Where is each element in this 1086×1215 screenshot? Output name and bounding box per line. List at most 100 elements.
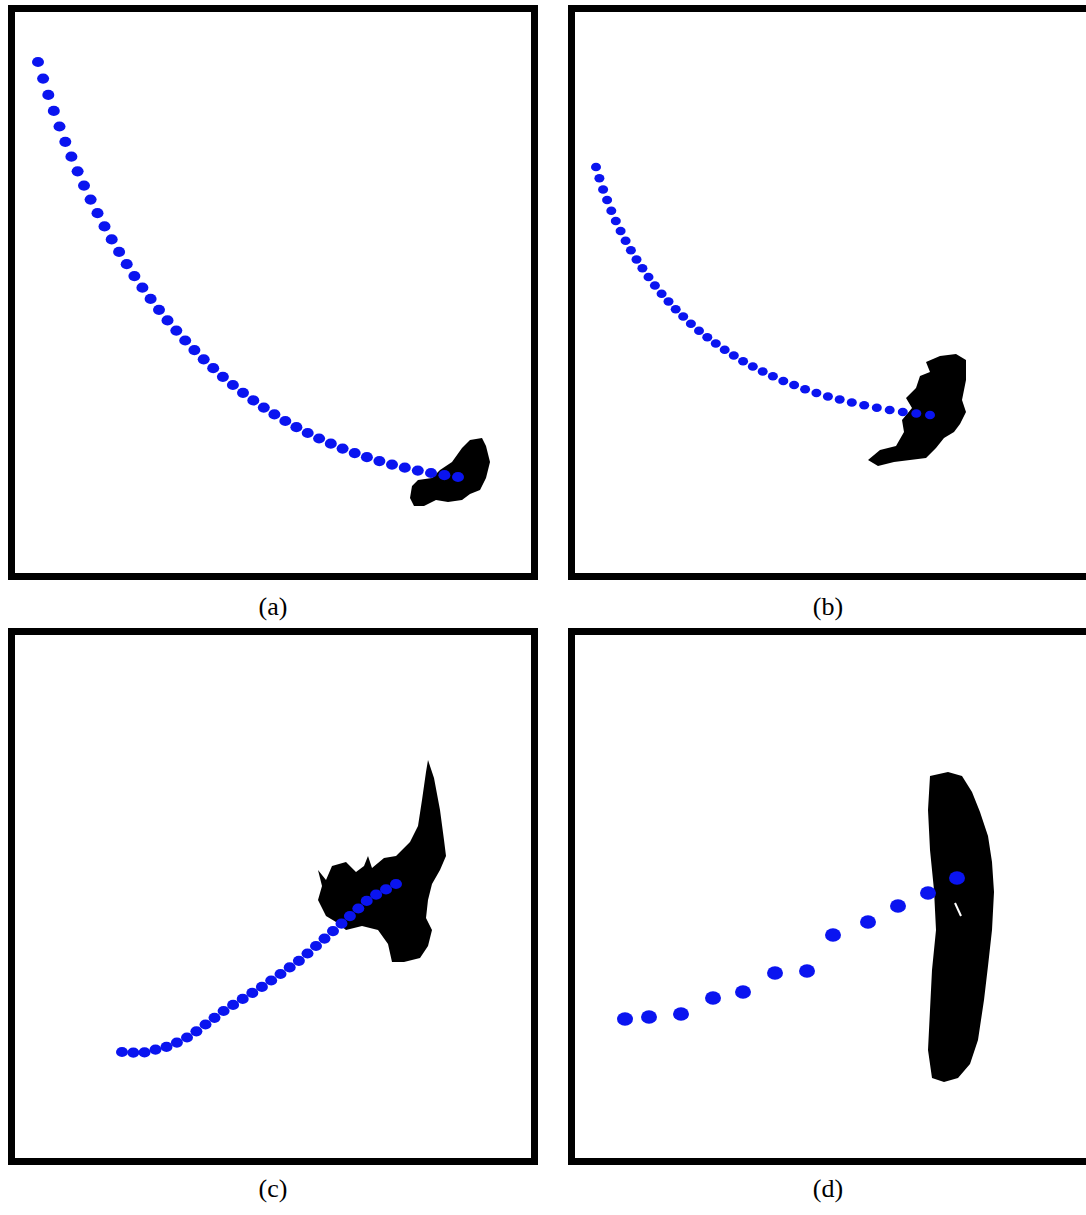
trajectory-dot <box>217 372 229 382</box>
trajectory-dot <box>626 246 636 255</box>
trajectory-dot <box>644 273 654 282</box>
trajectory-dot <box>673 1007 689 1021</box>
trajectory-dot <box>209 1013 221 1023</box>
panel-frame <box>12 9 535 577</box>
trajectory-dot <box>325 439 337 449</box>
trajectory-dot <box>800 385 810 394</box>
trajectory-dot <box>860 915 876 929</box>
trajectory-dot <box>319 934 331 944</box>
panel-label: (c) <box>259 1174 288 1204</box>
trajectory-dot <box>237 388 249 398</box>
trajectory-dot <box>42 90 54 100</box>
trajectory-dot <box>78 181 90 191</box>
trajectory-dot <box>161 1042 173 1052</box>
trajectory-dot <box>720 345 730 354</box>
trajectory-dot <box>171 1038 183 1048</box>
trajectory-dot <box>412 466 424 476</box>
trajectory-dot <box>139 1047 151 1057</box>
trajectory-dot <box>150 1045 162 1055</box>
trajectory-dot <box>65 152 77 162</box>
trajectory-dot <box>190 1026 202 1036</box>
trajectory-dot <box>799 964 815 978</box>
trajectory-dot <box>337 444 349 454</box>
trajectory-dot <box>425 468 437 478</box>
trajectory-dot <box>113 247 125 257</box>
trajectory-dot <box>758 367 768 376</box>
trajectory-dot <box>106 234 118 244</box>
trajectory-dot <box>641 1010 657 1024</box>
trajectory-dot <box>116 1047 128 1057</box>
panel-frame <box>12 632 535 1162</box>
trajectory-dot <box>859 401 869 410</box>
trajectory-dot <box>121 259 133 269</box>
trajectory-dot <box>386 460 398 470</box>
trajectory-dot <box>279 416 291 426</box>
trajectory-dot <box>657 289 667 298</box>
trajectory-dot <box>694 326 704 335</box>
trajectory-dot <box>200 1019 212 1029</box>
trajectory-dot <box>85 195 97 205</box>
trajectory-dot <box>735 985 751 999</box>
trajectory-dot <box>594 174 604 183</box>
panel-frame <box>572 632 1086 1162</box>
trajectory-dot <box>767 966 783 980</box>
trajectory-dot <box>616 227 626 236</box>
trajectory-dot <box>48 106 60 116</box>
trajectory-dot <box>452 472 464 482</box>
trajectory-dot <box>778 377 788 386</box>
trajectory-dot <box>302 428 314 438</box>
trajectory-dot <box>370 890 382 900</box>
trajectory-dot <box>823 392 833 401</box>
trajectory-dot <box>361 452 373 462</box>
trajectory-dot <box>380 884 392 894</box>
panel-label: (d) <box>813 1174 843 1204</box>
trajectory-dot <box>275 969 287 979</box>
trajectory-dot <box>885 406 895 415</box>
trajectory-dot <box>128 271 140 281</box>
trajectory-dot <box>92 208 104 218</box>
trajectory-dot <box>671 305 681 314</box>
object-blob <box>928 772 994 1082</box>
trajectory-dot <box>127 1048 139 1058</box>
trajectory-dot <box>621 236 631 245</box>
trajectory-dot <box>399 463 411 473</box>
trajectory-dot <box>54 121 66 131</box>
trajectory-dot <box>207 363 219 373</box>
trajectory-dot <box>290 422 302 432</box>
trajectory-dot <box>349 448 361 458</box>
trajectory-dot <box>738 357 748 366</box>
trajectory-dot <box>153 305 165 315</box>
trajectory-dot <box>898 408 908 417</box>
trajectory-dot <box>198 354 210 364</box>
trajectory-dot <box>188 345 200 355</box>
trajectory-dot <box>313 433 325 443</box>
trajectory-dot <box>789 381 799 390</box>
trajectory-dot <box>911 409 921 418</box>
trajectory-dot <box>181 1032 193 1042</box>
trajectory-dot <box>170 326 182 336</box>
trajectory-dot <box>361 896 373 906</box>
blob-gap <box>955 903 961 916</box>
trajectory-dot <box>598 185 608 194</box>
trajectory-dot <box>825 928 841 942</box>
trajectory-dot <box>702 333 712 342</box>
trajectory-dot <box>179 335 191 345</box>
trajectory-dot <box>729 351 739 360</box>
trajectory-dot <box>664 297 674 306</box>
trajectory-dot <box>949 871 965 885</box>
trajectory-dot <box>686 320 696 329</box>
trajectory-dot <box>32 57 44 67</box>
object-blob <box>410 438 490 506</box>
trajectory-dots <box>32 57 965 1058</box>
trajectory-dot <box>247 395 259 405</box>
trajectory-dot <box>872 404 882 413</box>
trajectory-dot <box>246 988 258 998</box>
trajectory-dot <box>617 1012 633 1026</box>
trajectory-dot <box>352 903 364 913</box>
trajectory-dot <box>227 1000 239 1010</box>
trajectory-dot <box>678 312 688 321</box>
trajectory-dot <box>258 403 270 413</box>
trajectory-dot <box>373 456 385 466</box>
trajectory-dot <box>705 991 721 1005</box>
